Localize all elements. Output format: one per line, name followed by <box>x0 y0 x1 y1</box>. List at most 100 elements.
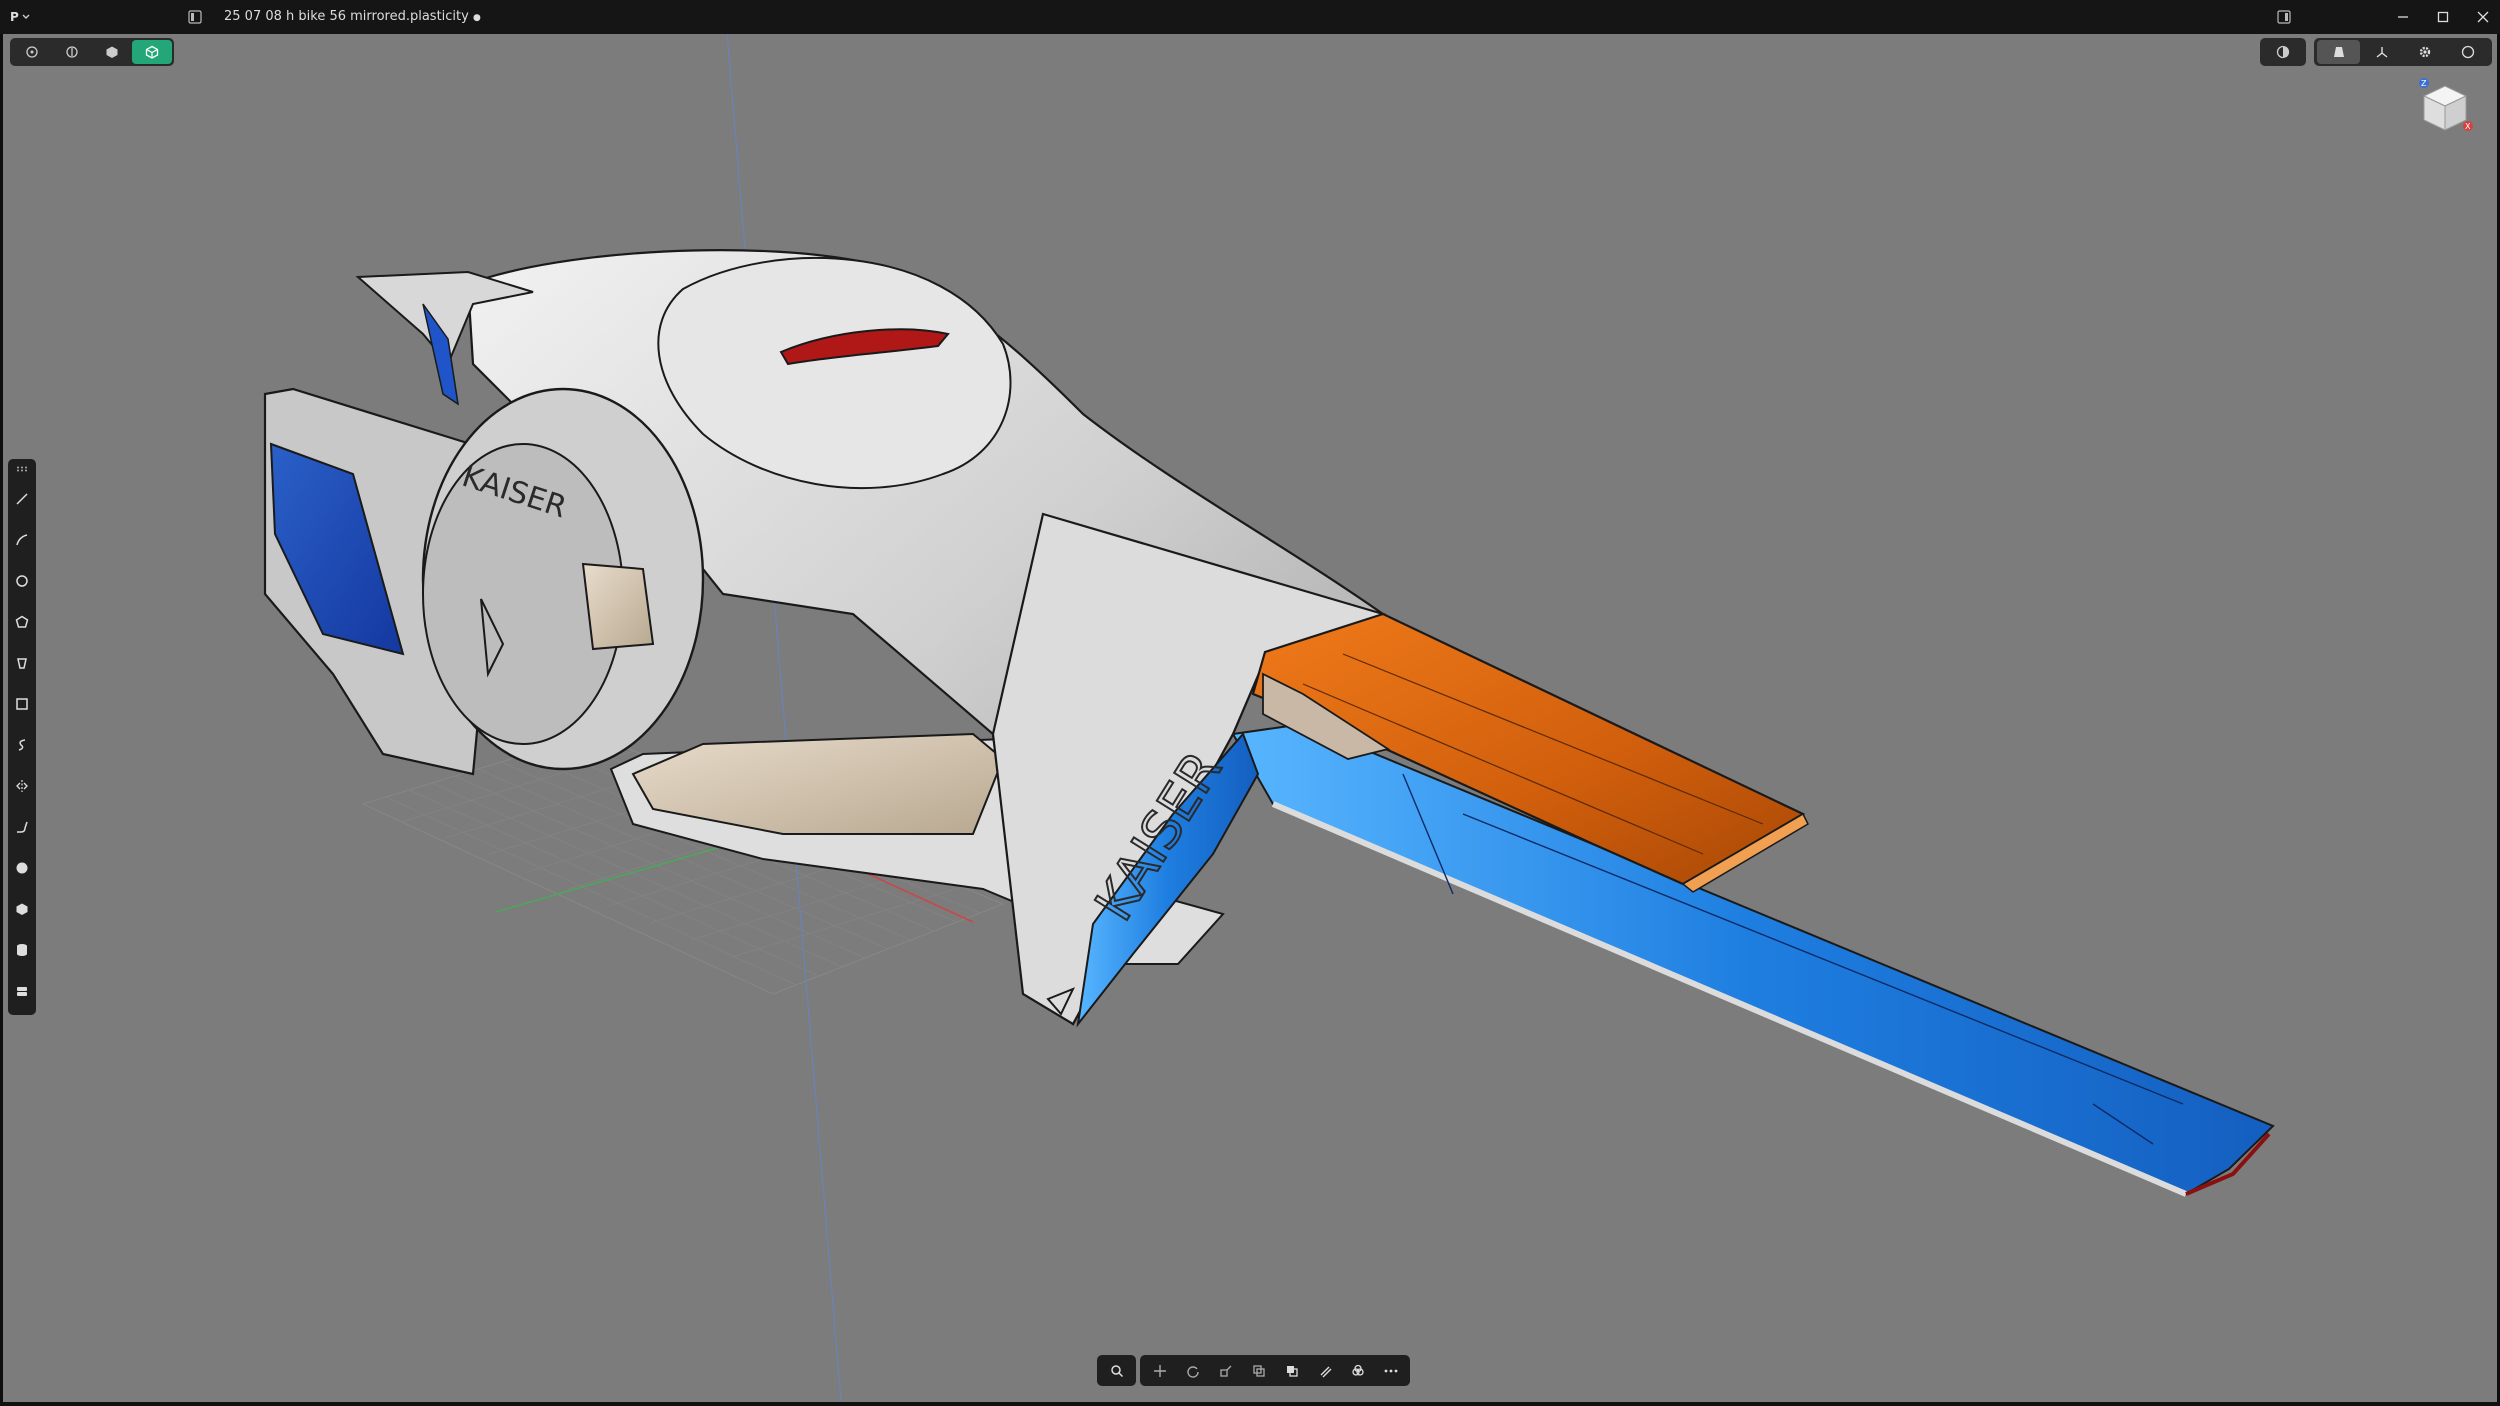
sidebar-toggle-icon[interactable] <box>188 10 202 24</box>
fillet-icon <box>17 821 28 833</box>
tool-palette <box>8 459 36 1015</box>
front-blue-panel <box>1076 732 1260 1028</box>
solid-mode-button[interactable] <box>132 40 172 64</box>
tail-light <box>779 328 950 366</box>
offset-button[interactable] <box>1308 1357 1341 1385</box>
curve-tool[interactable] <box>12 530 32 550</box>
polygon-tool[interactable] <box>12 612 32 632</box>
x-axis-label: X <box>2465 122 2471 131</box>
title-bar: P 25 07 08 h bike 56 mirrored.plasticity… <box>0 0 2500 34</box>
viewport-settings-button[interactable] <box>2403 40 2446 64</box>
axis-toggle-button[interactable] <box>2360 40 2403 64</box>
spiral-icon <box>18 739 26 751</box>
more-icon <box>1384 1369 1397 1372</box>
fillet-tool-button[interactable] <box>1341 1357 1374 1385</box>
move-button[interactable] <box>1143 1357 1176 1385</box>
duplicate-button[interactable] <box>1242 1357 1275 1385</box>
spoiler-vent <box>1262 672 1391 760</box>
wing-edge <box>1271 801 2188 1197</box>
cube-tool[interactable] <box>12 899 32 919</box>
mirror-tool[interactable] <box>12 776 32 796</box>
offset-icon <box>1320 1366 1331 1377</box>
face-mode-button[interactable] <box>92 40 132 64</box>
extrude-tool[interactable] <box>12 653 32 673</box>
box-tool[interactable] <box>12 694 32 714</box>
rotate-icon <box>1186 1365 1199 1378</box>
xray-icon <box>2276 45 2290 59</box>
scale-icon <box>1219 1365 1231 1377</box>
orange-spoiler-tip <box>1681 812 1809 893</box>
search-icon <box>1110 1364 1123 1377</box>
search-button[interactable] <box>1100 1357 1133 1385</box>
scale-button[interactable] <box>1209 1357 1242 1385</box>
axis-icon <box>2376 47 2387 58</box>
chevron-down-icon <box>22 14 30 19</box>
close-button[interactable] <box>2468 5 2498 29</box>
boolean-icon <box>1286 1365 1298 1377</box>
maximize-icon <box>2437 11 2449 23</box>
document-name: 25 07 08 h bike 56 mirrored.plasticity <box>224 9 469 24</box>
panel-toggle-icon[interactable] <box>2277 10 2291 24</box>
sphere-tool[interactable] <box>12 858 32 878</box>
help-icon <box>2461 45 2474 59</box>
line-icon <box>16 493 28 505</box>
spiral-tool[interactable] <box>12 735 32 755</box>
circle-tool[interactable] <box>12 571 32 591</box>
transform-segment <box>1140 1355 1410 1386</box>
cowl-triangle <box>1046 987 1076 1016</box>
rear-fin <box>355 270 534 366</box>
grip-icon <box>17 466 27 472</box>
box-icon <box>16 698 28 710</box>
navigation-cube[interactable]: Z X <box>2410 78 2480 150</box>
search-segment <box>1097 1355 1136 1386</box>
spoiler-panel-lines <box>1302 653 1764 855</box>
sphere-icon <box>16 862 28 874</box>
minimize-icon <box>2398 16 2408 18</box>
fillet-tool[interactable] <box>12 817 32 837</box>
rotate-button[interactable] <box>1176 1357 1209 1385</box>
boolean-button[interactable] <box>1275 1357 1308 1385</box>
extrude-icon <box>17 658 27 669</box>
scene-render[interactable]: KAISER KAISER <box>3 34 2497 1402</box>
upper-dome <box>657 256 1012 490</box>
xray-toggle[interactable] <box>2260 38 2306 66</box>
z-axis-handle[interactable] <box>2419 78 2429 88</box>
palette-grip[interactable] <box>12 459 32 479</box>
stack-icon <box>17 987 27 996</box>
wing-panel-lines <box>1402 773 2184 1145</box>
fork-opening <box>581 562 655 651</box>
x-axis-handle[interactable] <box>2463 121 2473 131</box>
settings-icon <box>2419 46 2430 58</box>
vertex-icon <box>26 46 38 58</box>
3d-viewport[interactable]: KAISER KAISER Z X <box>3 34 2497 1402</box>
polygon-icon <box>15 615 29 628</box>
wing-tip <box>2185 1132 2271 1196</box>
vertex-mode-button[interactable] <box>12 40 52 64</box>
z-axis-line <box>726 34 842 1402</box>
line-tool[interactable] <box>12 489 32 509</box>
minimize-button[interactable] <box>2388 5 2418 29</box>
app-menu[interactable]: P <box>10 8 36 26</box>
rear-fin-blue <box>422 303 460 406</box>
bottom-toolbar <box>1097 1355 1410 1386</box>
close-icon <box>2477 11 2489 23</box>
edge-mode-button[interactable] <box>52 40 92 64</box>
rear-fender-blue <box>269 442 405 656</box>
help-button[interactable] <box>2446 40 2489 64</box>
selection-mode-toolbar <box>10 38 174 66</box>
render-mode-button[interactable] <box>2317 40 2360 64</box>
more-button[interactable] <box>1374 1357 1407 1385</box>
curve-icon <box>16 534 28 546</box>
circle-icon <box>16 575 28 587</box>
move-icon <box>1153 1364 1166 1377</box>
maximize-button[interactable] <box>2428 5 2458 29</box>
wheel-triangle <box>480 598 505 678</box>
stack-tool[interactable] <box>12 981 32 1001</box>
cylinder-icon <box>17 944 27 956</box>
beige-floor <box>631 732 1005 835</box>
z-axis-label: Z <box>2421 79 2427 88</box>
view-controls <box>2314 38 2492 66</box>
cylinder-tool[interactable] <box>12 940 32 960</box>
cube-icon <box>16 903 28 915</box>
unsaved-indicator: ● <box>472 13 481 23</box>
